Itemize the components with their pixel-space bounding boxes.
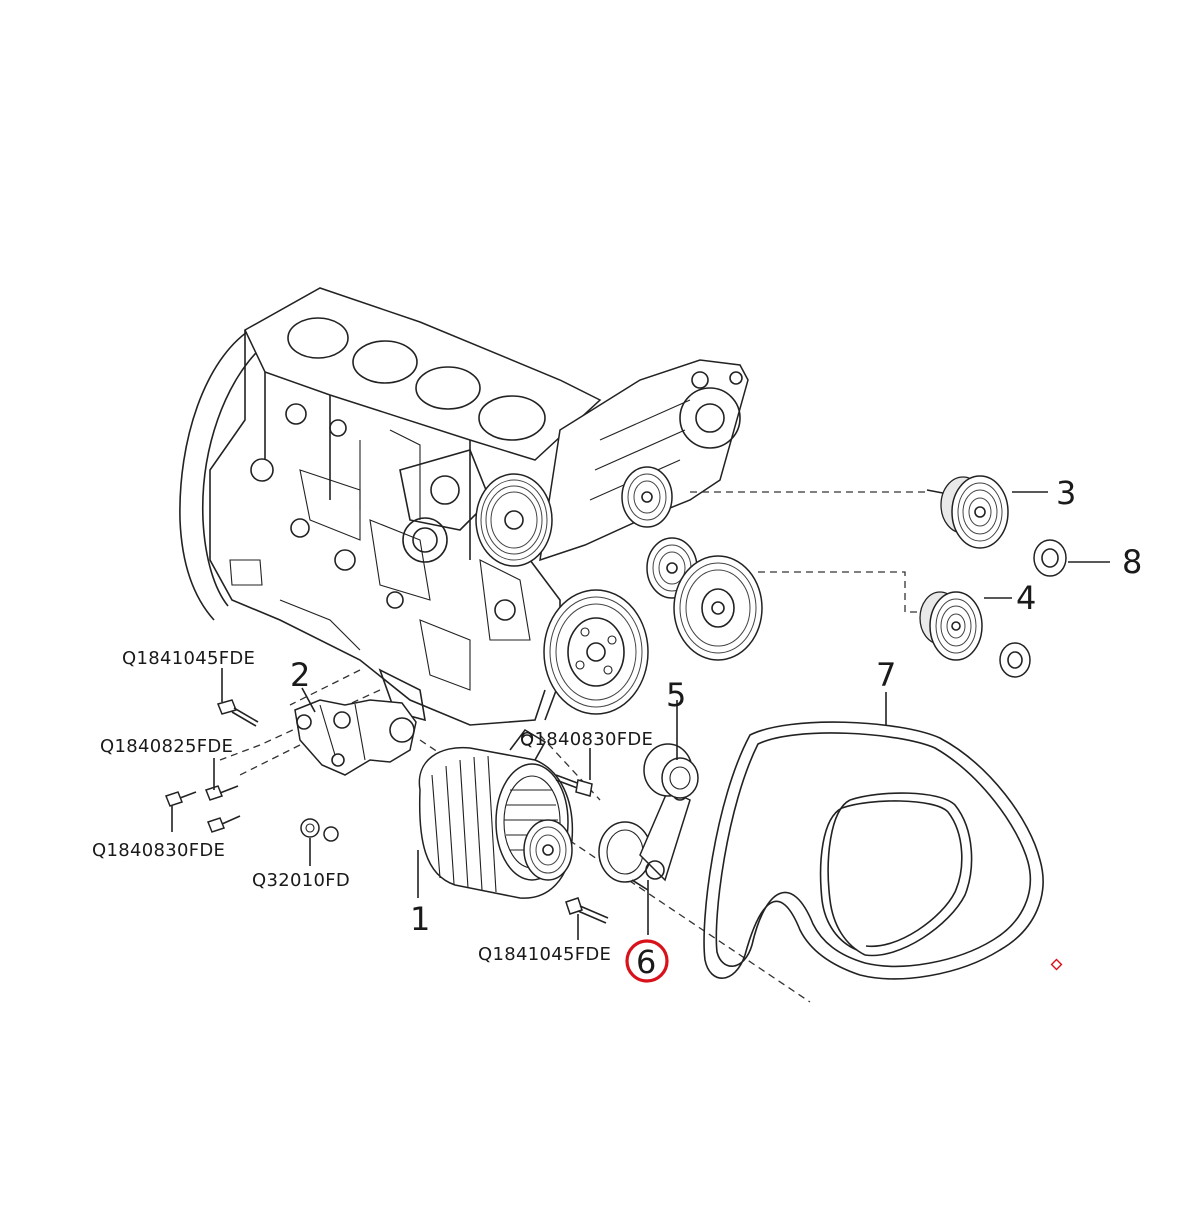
callout-1: 1 [410, 900, 430, 938]
callout-4: 4 [1016, 579, 1036, 617]
callout-3: 3 [1056, 474, 1076, 512]
engine-block [179, 287, 749, 726]
part-label-q1841045fde-lower: Q1841045FDE [478, 944, 611, 965]
solid-leaders [171, 491, 1110, 940]
part-6-tensioner [598, 785, 691, 891]
callout-5: 5 [666, 676, 686, 714]
part-5-tensioner-pulley [643, 743, 699, 799]
bolt-q1840825fde [205, 785, 239, 801]
part-7-drive-belt [703, 721, 1044, 980]
part-8-washer [1033, 539, 1067, 577]
bolt-q1841045fde-lower [565, 897, 609, 924]
part-4-idler-pulley [919, 591, 1031, 678]
part-number-labels: Q1841045FDE Q1840825FDE Q1840830FDE Q320… [92, 648, 653, 965]
callout-7: 7 [876, 656, 896, 694]
bolt-q1840830fde-right [555, 774, 593, 797]
part-2-bracket [294, 699, 417, 776]
crankshaft-pulley [543, 589, 649, 715]
water-pump-pulley [475, 473, 553, 567]
callout-6: 6 [636, 943, 656, 981]
bolt-q1841045fde-upper [216, 699, 259, 727]
upper-idler-pulley [621, 466, 673, 528]
engine-pulleys [475, 466, 763, 715]
callout-2: 2 [290, 656, 310, 694]
compressor-pulley [673, 555, 763, 661]
bolts [165, 699, 609, 924]
part-label-q1840830fde-right: Q1840830FDE [520, 729, 653, 750]
part-3-idler-pulley [926, 475, 1009, 549]
part-label-q32010fd: Q32010FD [252, 870, 350, 891]
highlight-circle [625, 939, 669, 983]
part-label-q1840825fde: Q1840825FDE [100, 736, 233, 757]
part-1-alternator [418, 728, 574, 899]
part-label-q1840830fde-left: Q1840830FDE [92, 840, 225, 861]
part-label-q1841045fde-upper: Q1841045FDE [122, 648, 255, 669]
red-marker [1050, 958, 1063, 971]
bolt-q1840830fde-left-a [165, 791, 197, 807]
bolt-q1840830fde-left-b [207, 815, 241, 833]
nut-q32010fd [300, 818, 339, 842]
callout-numbers: 3 8 4 7 5 2 1 6 [290, 474, 1142, 981]
callout-8: 8 [1122, 543, 1142, 581]
